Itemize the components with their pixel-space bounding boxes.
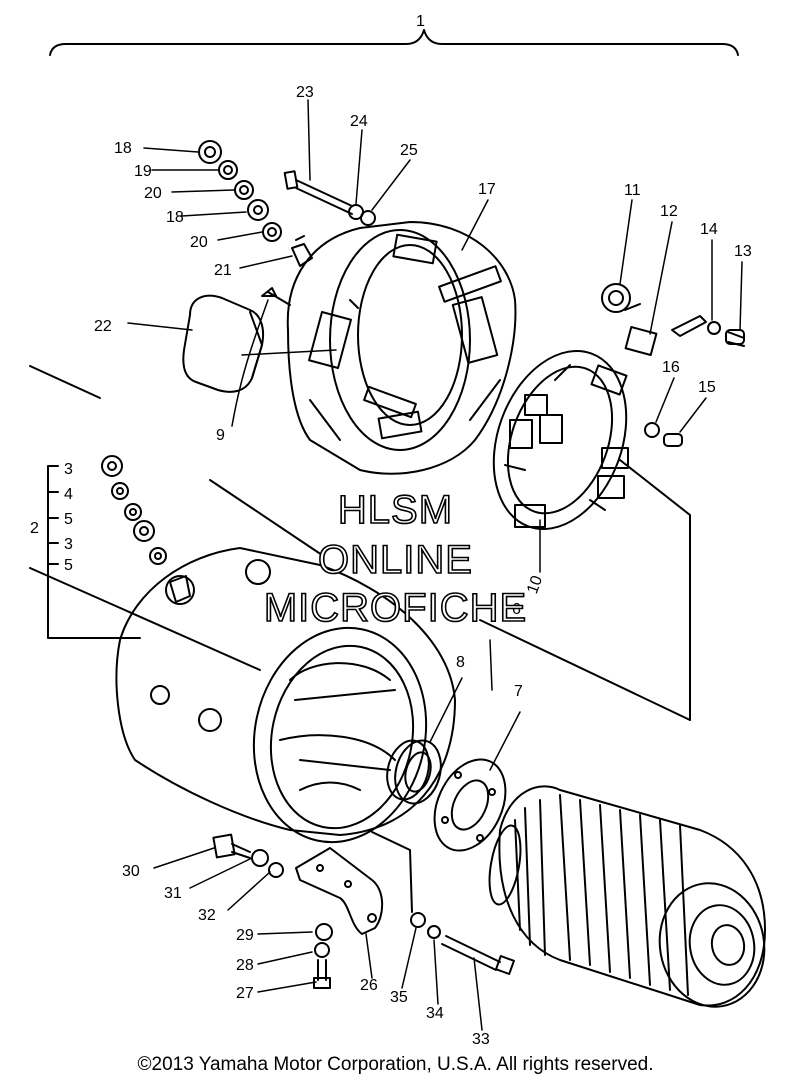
callout-19: 19: [134, 163, 152, 180]
callout-2: 2: [30, 520, 39, 537]
bolt-15: [663, 433, 683, 447]
yoke-body: [115, 547, 456, 844]
callout-18b: 18: [166, 209, 184, 226]
assembly-line-bottom: [371, 831, 413, 913]
callout-12: 12: [660, 203, 678, 220]
nut-29: [315, 923, 333, 941]
bolt-33: [441, 935, 515, 975]
mounting-bracket: [295, 847, 384, 935]
callout-34: 34: [426, 1005, 444, 1022]
callout-1: 1: [416, 13, 425, 30]
callout-labels: 1 2 3 4 5 3 5 6 7 8 9 10 11 12 13 14 15 …: [30, 13, 752, 1048]
leader-lines: [127, 99, 743, 1031]
callout-30: 30: [122, 863, 140, 880]
callout-21: 21: [214, 262, 232, 279]
brush-block: [182, 294, 265, 393]
assembly-line-housing: [209, 479, 691, 721]
callout-3b: 3: [64, 536, 73, 553]
callout-5b: 5: [64, 557, 73, 574]
callout-9: 9: [216, 427, 225, 444]
fastener-stack-top: [198, 140, 313, 267]
callout-10: 10: [524, 573, 546, 596]
bolt-23: [283, 170, 353, 215]
washer-34: [427, 925, 441, 939]
group-bracket-2: [47, 465, 141, 639]
washer-31: [251, 849, 269, 867]
callout-35: 35: [390, 989, 408, 1006]
bearing: [386, 739, 442, 805]
screw-9: [261, 287, 291, 306]
callout-25: 25: [400, 142, 418, 159]
brush-plate: [492, 349, 629, 531]
bolt-27: [313, 959, 331, 989]
callout-17: 17: [478, 181, 496, 198]
callout-20a: 20: [144, 185, 162, 202]
callout-18a: 18: [114, 140, 132, 157]
bolt-30: [212, 833, 251, 859]
nut-16: [644, 422, 660, 438]
assembly-line-left: [29, 365, 101, 399]
callout-27: 27: [236, 985, 254, 1002]
callout-31: 31: [164, 885, 182, 902]
callout-8: 8: [456, 654, 465, 671]
nut-25: [360, 210, 376, 226]
washer-28: [314, 942, 330, 958]
assembly-line-motor: [29, 567, 261, 671]
callout-20b: 20: [190, 234, 208, 251]
armature: [488, 785, 766, 1008]
copyright-notice: ©2013 Yamaha Motor Corporation, U.S.A. A…: [137, 1054, 654, 1075]
callout-23: 23: [296, 84, 314, 101]
callout-11: 11: [624, 182, 641, 199]
callout-4: 4: [64, 486, 73, 503]
callout-15: 15: [698, 379, 716, 396]
callout-22: 22: [94, 318, 112, 335]
assembly-line-right: [619, 459, 691, 721]
bearing-plate: [433, 758, 507, 852]
terminal-parts: [601, 283, 745, 356]
callout-5a: 5: [64, 511, 73, 528]
callout-26: 26: [360, 977, 378, 994]
callout-29: 29: [236, 927, 254, 944]
washer-32: [268, 862, 284, 878]
callout-7: 7: [514, 683, 523, 700]
washer-35: [410, 912, 426, 928]
callout-28: 28: [236, 957, 254, 974]
callout-6: 6: [512, 601, 521, 618]
callout-13: 13: [734, 243, 752, 260]
fastener-stack-left: [101, 455, 167, 565]
callout-33: 33: [472, 1031, 490, 1048]
callout-14: 14: [700, 221, 718, 238]
callout-16: 16: [662, 359, 680, 376]
callout-24: 24: [350, 113, 368, 130]
callout-3a: 3: [64, 461, 73, 478]
brush-holder-housing: [286, 221, 517, 475]
assembly-bracket: [49, 29, 739, 56]
callout-32: 32: [198, 907, 216, 924]
